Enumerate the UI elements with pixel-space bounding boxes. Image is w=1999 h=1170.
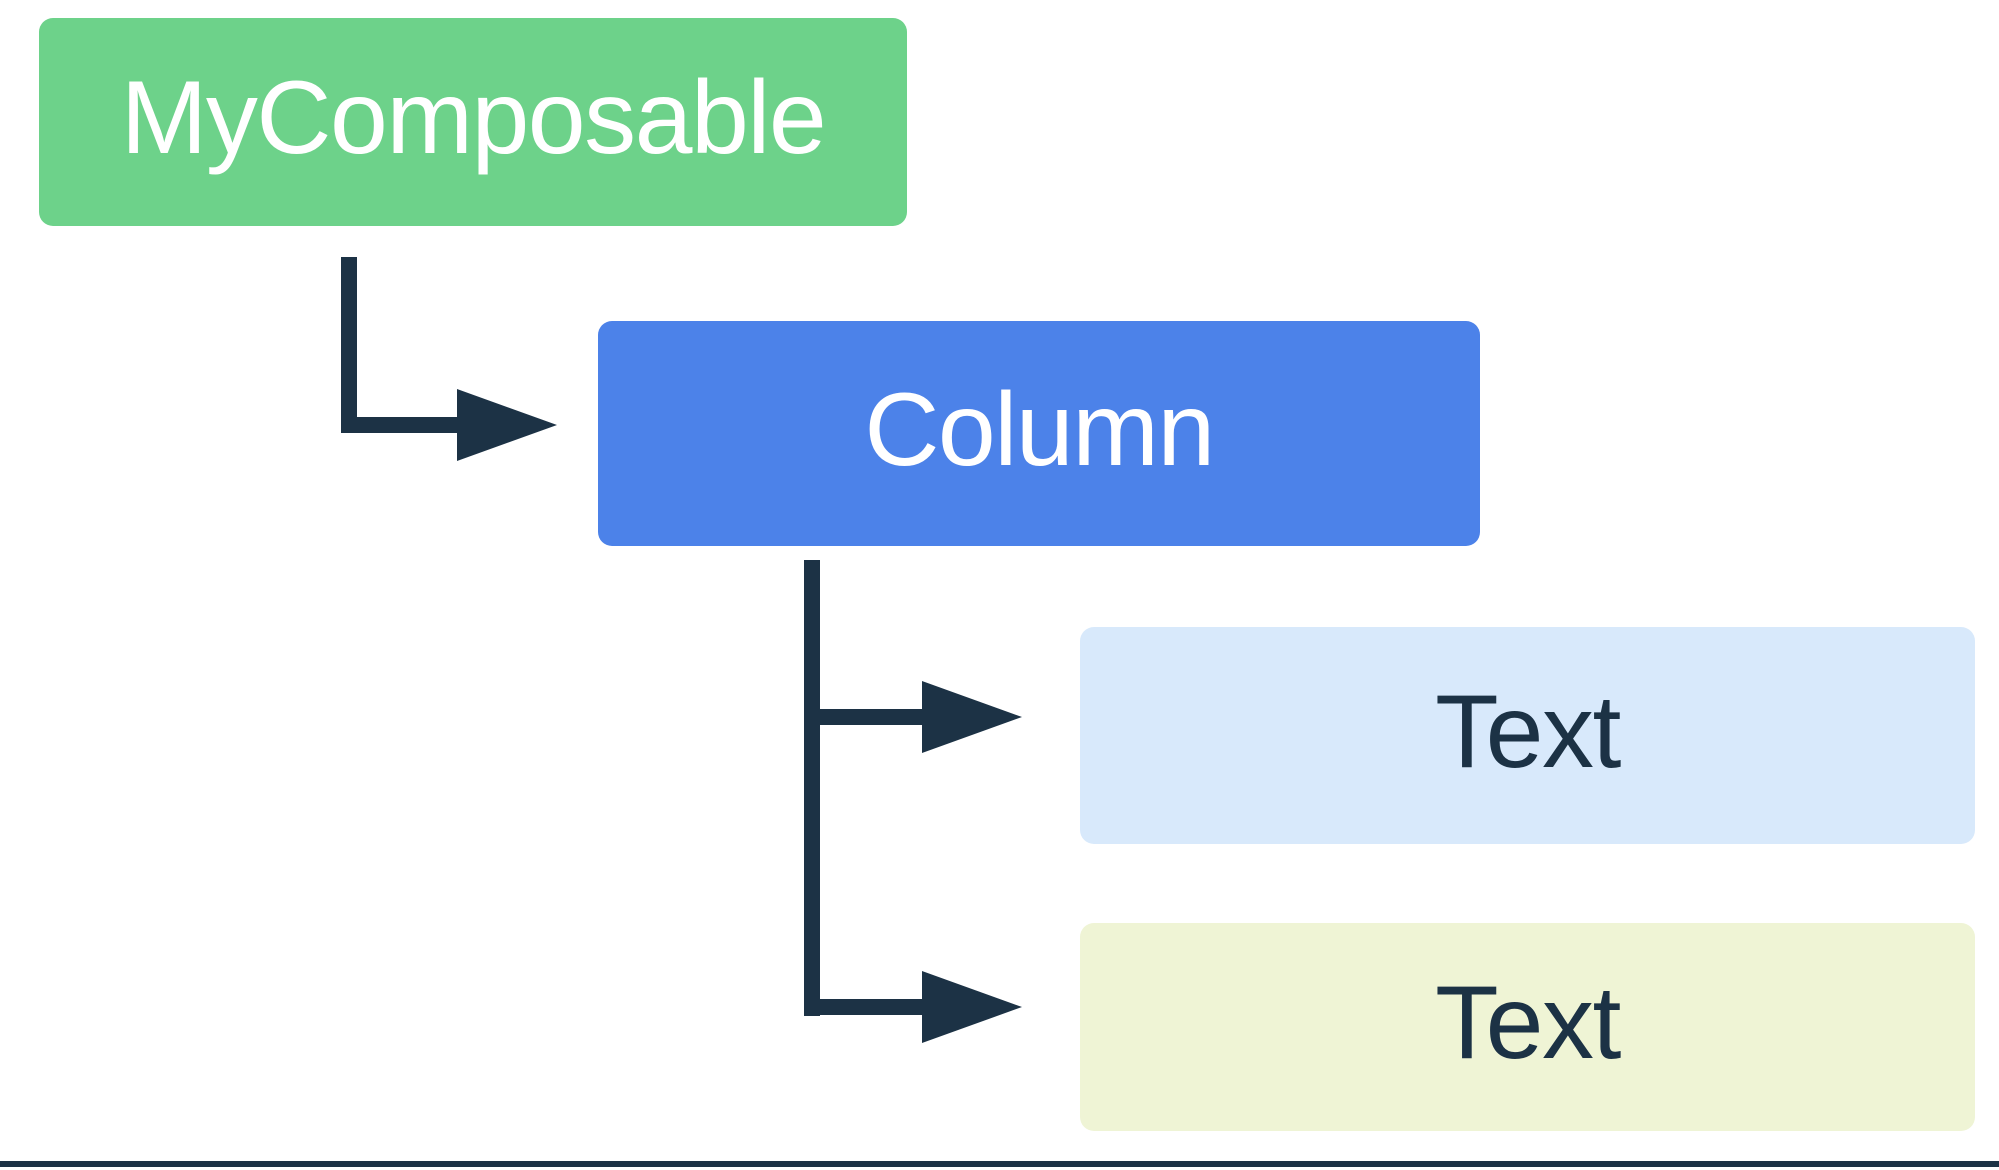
node-text-1-label: Text xyxy=(1435,673,1621,790)
edge-column-text2-horizontal-line xyxy=(804,999,922,1015)
edge-mycomposable-column-horizontal-line xyxy=(341,417,457,433)
arrowhead-icon xyxy=(457,389,557,461)
arrowhead-icon xyxy=(922,681,1022,753)
node-column-label: Column xyxy=(864,371,1215,488)
node-mycomposable-label: MyComposable xyxy=(120,60,827,176)
node-text-1: Text xyxy=(1080,627,1975,844)
edge-column-text1-horizontal-line xyxy=(804,709,922,725)
node-text-2: Text xyxy=(1080,923,1975,1131)
bottom-divider xyxy=(0,1161,1999,1167)
node-mycomposable: MyComposable xyxy=(39,18,907,226)
node-column: Column xyxy=(598,321,1480,546)
edge-column-children-vertical-line xyxy=(804,560,820,1016)
edge-mycomposable-column-vertical-line xyxy=(341,257,357,433)
arrowhead-icon xyxy=(922,971,1022,1043)
node-text-2-label: Text xyxy=(1435,965,1621,1081)
